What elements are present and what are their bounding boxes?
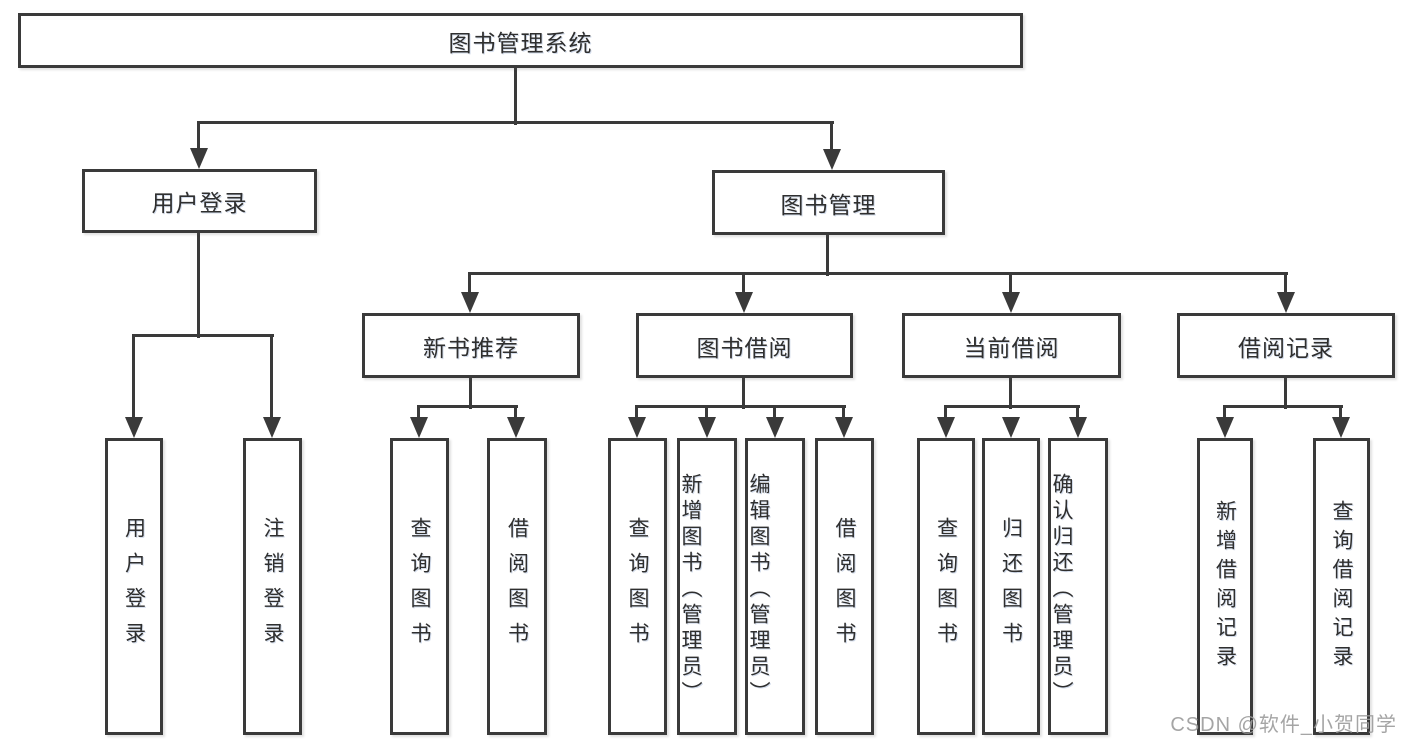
node-new-book-rec: 新书推荐 <box>362 313 580 378</box>
node-label: 查询图书 <box>408 516 431 657</box>
node-rec-borrow-book: 借阅图书 <box>487 438 547 735</box>
arrow-down-icon <box>1332 417 1350 438</box>
connector-line <box>1223 407 1226 419</box>
node-label: 借阅记录 <box>1238 334 1334 361</box>
node-user-login: 用户登录 <box>82 169 317 233</box>
connector-line <box>417 407 420 419</box>
node-cb-return-book: 归还图书 <box>982 438 1040 735</box>
connector-line <box>635 405 846 408</box>
arrow-down-icon <box>1069 417 1087 438</box>
node-cb-query-book: 查询图书 <box>917 438 975 735</box>
node-label: 确认归还（管理员） <box>1050 472 1073 707</box>
node-label: 图书管理 <box>780 191 877 218</box>
connector-line <box>197 121 834 124</box>
connector-line <box>417 405 518 408</box>
node-label: 新书推荐 <box>423 334 519 361</box>
connector-line <box>742 378 745 409</box>
connector-line <box>1284 378 1287 409</box>
arrow-down-icon <box>823 149 841 170</box>
connector-line <box>1009 378 1012 409</box>
arrow-down-icon <box>1002 292 1020 313</box>
node-label: 借阅图书 <box>505 516 529 657</box>
connector-line <box>514 407 517 419</box>
arrow-down-icon <box>263 417 281 438</box>
node-br-query-record: 查询借阅记录 <box>1313 438 1370 735</box>
connector-line <box>270 336 273 419</box>
node-root: 图书管理系统 <box>18 13 1023 68</box>
node-label: 查询图书 <box>626 516 649 657</box>
connector-line <box>468 272 1288 275</box>
node-label: 新增图书（管理员） <box>679 472 702 707</box>
connector-line <box>705 407 708 419</box>
watermark: CSDN @软件_小贺同学 <box>1170 714 1397 736</box>
connector-line <box>1223 405 1343 408</box>
connector-line <box>1339 407 1342 419</box>
node-label: 图书借阅 <box>696 334 793 361</box>
connector-line <box>197 233 200 338</box>
arrow-down-icon <box>461 292 479 313</box>
arrow-down-icon <box>1277 292 1295 313</box>
node-borrow-records: 借阅记录 <box>1177 313 1395 378</box>
connector-line <box>635 407 638 419</box>
node-bb-edit-book: 编辑图书（管理员） <box>745 438 805 735</box>
node-label: 查询图书 <box>934 516 958 657</box>
arrow-down-icon <box>1216 417 1234 438</box>
connector-line <box>826 235 829 276</box>
arrow-down-icon <box>125 417 143 438</box>
arrow-down-icon <box>1002 417 1020 438</box>
connector-line <box>132 336 135 419</box>
arrow-down-icon <box>735 292 753 313</box>
node-login: 用户登录 <box>105 438 163 735</box>
node-bb-query-book: 查询图书 <box>608 438 667 735</box>
node-label: 查询借阅记录 <box>1330 499 1353 674</box>
arrow-down-icon <box>835 417 853 438</box>
node-label: 新增借阅记录 <box>1213 499 1237 674</box>
connector-line <box>944 407 947 419</box>
node-label: 归还图书 <box>999 516 1023 657</box>
node-label: 当前借阅 <box>963 334 1060 361</box>
connector-line <box>773 407 776 419</box>
connector-line <box>842 407 845 419</box>
node-br-add-record: 新增借阅记录 <box>1197 438 1253 735</box>
arrow-down-icon <box>937 417 955 438</box>
node-label: 图书管理系统 <box>448 29 593 56</box>
arrow-down-icon <box>410 417 428 438</box>
node-cb-confirm-return: 确认归还（管理员） <box>1048 438 1108 735</box>
connector-line <box>197 123 200 150</box>
arrow-down-icon <box>698 417 716 438</box>
node-logout: 注销登录 <box>243 438 302 735</box>
node-label: 注销登录 <box>261 516 284 657</box>
connector-line <box>468 274 471 294</box>
connector-line <box>514 68 517 125</box>
node-label: 借阅图书 <box>833 516 856 657</box>
node-current-borrow: 当前借阅 <box>902 313 1121 378</box>
connector-line <box>132 334 274 337</box>
connector-line <box>944 405 1080 408</box>
connector-line <box>830 123 833 151</box>
connector-line <box>1009 274 1012 294</box>
arrow-down-icon <box>766 417 784 438</box>
connector-line <box>1284 274 1287 294</box>
connector-line <box>1076 407 1079 419</box>
node-label: 用户登录 <box>122 516 146 657</box>
arrow-down-icon <box>628 417 646 438</box>
node-label: 编辑图书（管理员） <box>747 472 770 707</box>
node-book-borrow: 图书借阅 <box>636 313 853 378</box>
node-bb-borrow-book: 借阅图书 <box>815 438 874 735</box>
connector-line <box>469 378 472 409</box>
node-rec-query-book: 查询图书 <box>390 438 449 735</box>
connector-line <box>742 274 745 294</box>
arrow-down-icon <box>507 417 525 438</box>
node-bb-add-book: 新增图书（管理员） <box>677 438 737 735</box>
node-label: 用户登录 <box>151 190 248 216</box>
arrow-down-icon <box>190 148 208 169</box>
node-book-mgmt: 图书管理 <box>712 170 945 235</box>
